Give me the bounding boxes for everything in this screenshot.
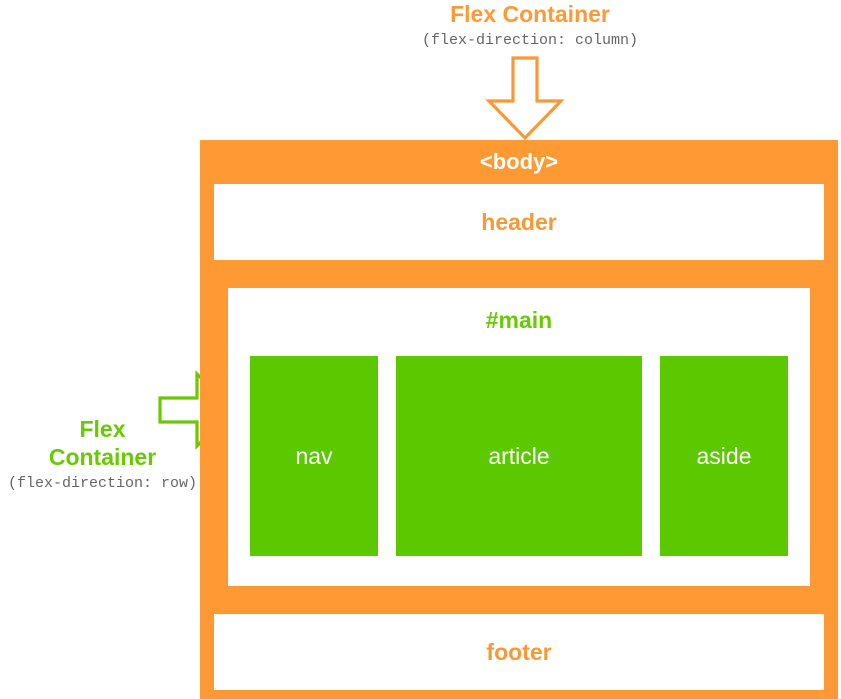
left-annotation-title-line1: Flex [79,416,126,442]
left-annotation: Flex Container (flex-direction: row) [0,415,205,495]
article-label: article [488,442,550,469]
aside-box: aside [660,356,788,556]
top-annotation-subtitle: (flex-direction: column) [421,32,639,49]
arrow-down-icon [485,55,565,141]
main-inner: #main nav article aside [228,288,810,586]
body-label: <body> [479,149,559,174]
header-label: header [481,208,557,235]
main-children-row: nav article aside [228,356,810,556]
left-annotation-subtitle: (flex-direction: row) [7,475,198,492]
top-annotation-title: Flex Container [450,1,610,27]
nav-box: nav [250,356,378,556]
article-box: article [396,356,642,556]
top-annotation: Flex Container (flex-direction: column) [340,0,720,52]
footer-box: footer [214,614,824,690]
main-label: #main [485,307,553,333]
nav-label: nav [295,442,333,469]
aside-label: aside [696,442,752,469]
header-box: header [214,184,824,260]
footer-label: footer [486,638,552,665]
left-annotation-title-line2: Container [48,444,157,470]
main-flex-container: #main nav article aside [214,274,824,600]
body-flex-container: <body> header #main nav article aside [200,140,838,699]
